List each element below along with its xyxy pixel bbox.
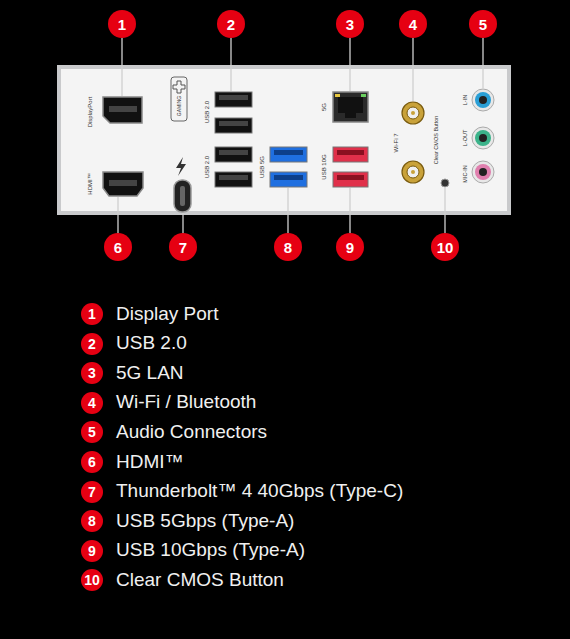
legend-item: 8 USB 5Gbps (Type-A) — [81, 510, 294, 532]
hdmi-port — [103, 172, 143, 196]
port-label: USB 2.0 — [204, 101, 210, 123]
legend-text: Display Port — [116, 304, 218, 325]
legend-number: 6 — [81, 451, 103, 473]
legend-number: 9 — [81, 540, 103, 562]
port-label: USB 2.0 — [204, 156, 210, 178]
leader-line — [121, 38, 122, 96]
legend-item: 3 5G LAN — [81, 362, 184, 384]
port-label: L-OUT — [463, 130, 469, 147]
legend-item: 10 Clear CMOS Button — [81, 569, 284, 591]
port-label: 5G — [321, 103, 327, 111]
callout-number: 1 — [118, 17, 126, 32]
port-tongue — [109, 180, 137, 186]
legend-text: Wi-Fi / Bluetooth — [116, 392, 256, 413]
callout-circle: 2 — [217, 10, 245, 38]
port-label: GAMING — [177, 96, 182, 116]
legend-number: 4 — [81, 392, 103, 414]
callout-circle: 10 — [431, 233, 459, 261]
leader-line — [230, 38, 231, 91]
legend-text: HDMI™ — [116, 452, 184, 473]
usb-c-port — [174, 180, 191, 212]
leader-line — [349, 188, 350, 233]
port-label: MIC-IN — [463, 165, 469, 182]
legend-number: 8 — [81, 510, 103, 532]
legend-item: 4 Wi-Fi / Bluetooth — [81, 392, 256, 414]
callout-circle: 9 — [336, 233, 364, 261]
gamepad-cross — [173, 81, 185, 93]
callout-number: 6 — [114, 240, 122, 255]
callout-number: 10 — [437, 240, 454, 255]
leader-line — [349, 38, 350, 91]
callout-number: 8 — [284, 240, 292, 255]
legend-item: 1 Display Port — [81, 303, 218, 325]
legend-text: USB 10Gbps (Type-A) — [116, 540, 305, 561]
callout-circle: 4 — [399, 10, 427, 38]
leader-line — [482, 38, 483, 88]
port-label: USB 5G — [259, 156, 265, 178]
legend-text: USB 5Gbps (Type-A) — [116, 511, 294, 532]
callout-circle: 1 — [108, 10, 136, 38]
leader-line — [412, 38, 413, 101]
legend-text: Audio Connectors — [116, 422, 267, 443]
leader-line — [117, 197, 118, 233]
callout-circle: 3 — [336, 10, 364, 38]
port-label: DisplayPort — [87, 97, 93, 128]
legend-number: 5 — [81, 421, 103, 443]
port-label: USB 10G — [321, 154, 327, 179]
callout-number: 9 — [346, 240, 354, 255]
wifi-connectors — [402, 102, 424, 183]
usb5g-ports — [270, 147, 307, 187]
io-plate: DisplayPortHDMI™GAMINGUSB 2.0USB 2.0USB … — [57, 65, 511, 215]
callout-number: 7 — [179, 240, 187, 255]
callout-number: 4 — [409, 17, 417, 32]
port-tongue — [180, 186, 185, 206]
legend-item: 9 USB 10Gbps (Type-A) — [81, 540, 305, 562]
callout-number: 5 — [479, 17, 487, 32]
thunderbolt-icon — [176, 157, 186, 176]
port-tongue — [109, 106, 137, 112]
legend-item: 2 USB 2.0 — [81, 333, 187, 355]
legend-item: 5 Audio Connectors — [81, 421, 267, 443]
callout-number: 2 — [227, 17, 235, 32]
gaming-logo — [171, 77, 187, 121]
legend-number: 3 — [81, 362, 103, 384]
legend-number: 2 — [81, 333, 103, 355]
leader-line — [287, 188, 288, 233]
callout-circle: 6 — [104, 233, 132, 261]
port-label: Clear CMOS Button — [434, 116, 440, 165]
leader-line — [444, 188, 445, 233]
legend-text: Clear CMOS Button — [116, 570, 284, 591]
audio-jacks — [472, 89, 494, 183]
callout-number: 3 — [346, 17, 354, 32]
port-label: Wi-Fi 7 — [393, 134, 399, 153]
plate-face — [61, 69, 507, 211]
legend-text: USB 2.0 — [116, 333, 187, 354]
legend-item: 6 HDMI™ — [81, 451, 184, 473]
lan-port — [333, 92, 368, 122]
legend-item: 7 Thunderbolt™ 4 40Gbps (Type-C) — [81, 481, 403, 503]
legend-number: 7 — [81, 481, 103, 503]
callout-circle: 8 — [274, 233, 302, 261]
legend-text: 5G LAN — [116, 363, 184, 384]
usb10g-ports — [333, 147, 368, 187]
usb2-ports — [215, 92, 252, 187]
displayport-port — [103, 97, 142, 123]
leader-line — [182, 213, 183, 233]
callout-circle: 5 — [469, 10, 497, 38]
port-label: HDMI™ — [87, 173, 93, 194]
port-label: L-IN — [463, 95, 469, 105]
clear-cmos-button — [441, 179, 449, 187]
plate-rim — [57, 65, 511, 215]
callout-circle: 7 — [169, 233, 197, 261]
legend-text: Thunderbolt™ 4 40Gbps (Type-C) — [116, 481, 403, 502]
legend-number: 10 — [81, 569, 103, 591]
legend-number: 1 — [81, 303, 103, 325]
